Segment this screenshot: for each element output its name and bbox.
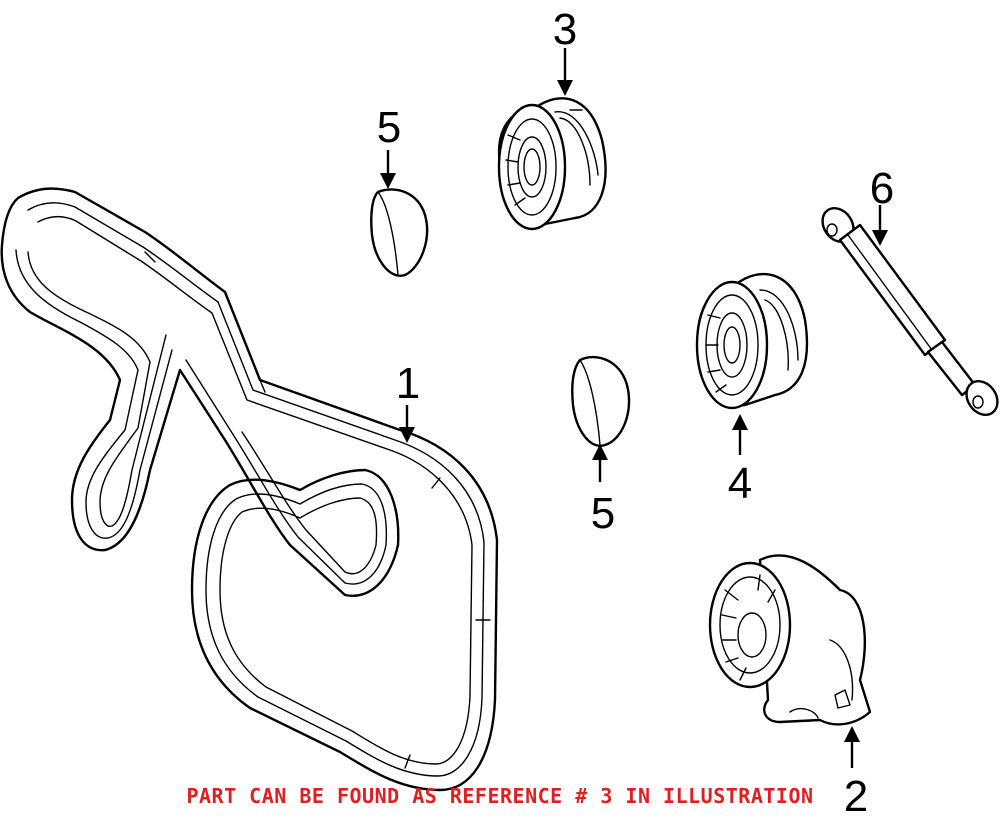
serpentine-belt [0, 187, 499, 792]
callout-5-lower: 5 [591, 489, 615, 538]
idler-pulley-top [497, 97, 607, 231]
cap-top [370, 188, 429, 277]
callout-1: 1 [396, 359, 420, 408]
callout-2: 2 [844, 772, 868, 816]
tensioner [708, 554, 872, 726]
reference-notice: PART CAN BE FOUND AS REFERENCE # 3 IN IL… [186, 784, 814, 808]
idler-pulley-lower [695, 272, 809, 410]
callout-5-top: 5 [377, 103, 401, 152]
callout-4: 4 [728, 459, 752, 508]
damper [821, 207, 999, 416]
callout-arrows [380, 48, 888, 768]
callout-3: 3 [553, 5, 577, 54]
cap-lower [571, 355, 631, 447]
callout-6: 6 [870, 164, 894, 213]
